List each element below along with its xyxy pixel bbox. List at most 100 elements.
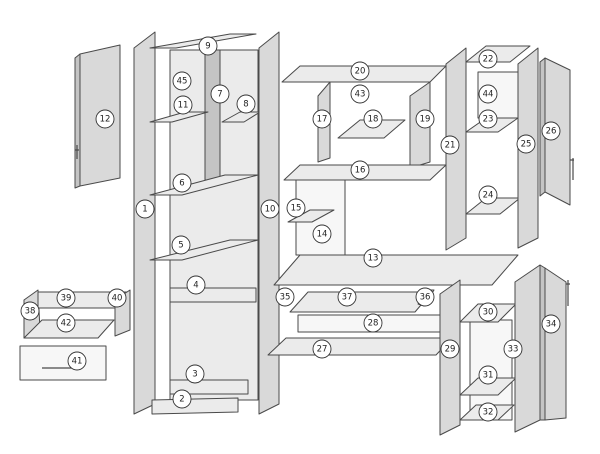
part-label-45: 45 [172, 71, 192, 91]
part-label-39: 39 [56, 288, 76, 308]
part-label-circle [210, 84, 230, 104]
part-label-circle [541, 121, 561, 141]
part-label-number: 15 [291, 204, 302, 214]
part-label-circle [20, 301, 40, 321]
part-label-5: 5 [171, 235, 191, 255]
part-label-number: 11 [178, 101, 189, 111]
part-label-21: 21 [440, 135, 460, 155]
part-label-32: 32 [478, 402, 498, 422]
part-label-13: 13 [363, 248, 383, 268]
part-label-41: 41 [67, 351, 87, 371]
part-label-circle [135, 199, 155, 219]
part-label-15: 15 [286, 198, 306, 218]
part-label-number: 23 [483, 115, 494, 125]
top-panel-22 [465, 45, 531, 63]
desk-unit [267, 254, 519, 356]
part-label-number: 20 [355, 67, 366, 77]
part-label-number: 26 [546, 127, 557, 137]
part-label-circle [478, 84, 498, 104]
part-label-circle [236, 94, 256, 114]
part-label-number: 41 [72, 357, 83, 367]
part-label-number: 24 [483, 191, 494, 201]
part-label-35: 35 [275, 287, 295, 307]
part-label-number: 39 [61, 294, 72, 304]
tower-back-panel [169, 49, 259, 401]
left-side-panel-1 [133, 31, 156, 415]
part-label-number: 2 [179, 395, 184, 405]
part-label-circle [478, 109, 498, 129]
part-label-circle [415, 109, 435, 129]
lower-shelf-27 [267, 337, 453, 356]
part-label-16: 16 [350, 160, 370, 180]
part-label-7: 7 [210, 84, 230, 104]
part-label-circle [415, 287, 435, 307]
part-label-34: 34 [541, 314, 561, 334]
part-label-circle [260, 199, 280, 219]
part-label-circle [350, 61, 370, 81]
part-label-36: 36 [415, 287, 435, 307]
part-label-37: 37 [337, 287, 357, 307]
part-label-11: 11 [173, 95, 193, 115]
part-label-number: 40 [112, 294, 123, 304]
part-label-3: 3 [185, 364, 205, 384]
part-label-22: 22 [478, 49, 498, 69]
part-label-circle [312, 109, 332, 129]
part-label-number: 30 [483, 308, 494, 318]
part-label-circle [478, 402, 498, 422]
left-tower [133, 31, 280, 415]
right-side-panel-10 [258, 31, 280, 415]
part-label-circle [312, 339, 332, 359]
part-label-circle [173, 95, 193, 115]
part-label-number: 38 [25, 307, 36, 317]
part-label-42: 42 [56, 313, 76, 333]
part-label-circle [172, 389, 192, 409]
drawer-front-41 [19, 345, 107, 381]
part-label-number: 18 [368, 115, 379, 125]
part-label-20: 20 [350, 61, 370, 81]
part-label-12: 12 [95, 109, 115, 129]
part-label-number: 35 [280, 293, 291, 303]
part-label-number: 31 [483, 371, 494, 381]
part-label-number: 32 [483, 408, 494, 418]
door-34 [544, 267, 567, 421]
part-label-24: 24 [478, 185, 498, 205]
part-label-number: 44 [483, 90, 494, 100]
part-label-number: 27 [317, 345, 328, 355]
part-label-14: 14 [312, 224, 332, 244]
part-label-circle [172, 173, 192, 193]
part-label-circle [350, 84, 370, 104]
part-label-circle [337, 287, 357, 307]
part-label-number: 3 [192, 370, 197, 380]
shelf-11 [149, 111, 209, 123]
bottom-panel-3 [169, 379, 249, 395]
part-label-33: 33 [503, 339, 523, 359]
part-label-4: 4 [186, 275, 206, 295]
part-label-number: 16 [355, 166, 366, 176]
door-edge-34 [539, 264, 546, 421]
part-label-circle [478, 49, 498, 69]
part-label-23: 23 [478, 109, 498, 129]
part-label-circle [440, 339, 460, 359]
part-label-number: 10 [265, 205, 276, 215]
part-label-10: 10 [260, 199, 280, 219]
part-label-circle [95, 109, 115, 129]
part-label-circle [56, 288, 76, 308]
part-label-43: 43 [350, 84, 370, 104]
part-label-number: 42 [61, 319, 72, 329]
part-label-27: 27 [312, 339, 332, 359]
part-label-circle [171, 235, 191, 255]
shelf-18 [337, 119, 406, 139]
part-label-6: 6 [172, 173, 192, 193]
part-label-18: 18 [363, 109, 383, 129]
part-label-number: 37 [342, 293, 353, 303]
part-label-number: 25 [521, 140, 532, 150]
part-label-number: 13 [368, 254, 379, 264]
part-label-circle [56, 313, 76, 333]
part-label-number: 21 [445, 141, 456, 151]
base-plinth-2 [151, 397, 239, 415]
part-label-number: 1 [142, 205, 147, 215]
part-label-28: 28 [363, 313, 383, 333]
part-label-19: 19 [415, 109, 435, 129]
